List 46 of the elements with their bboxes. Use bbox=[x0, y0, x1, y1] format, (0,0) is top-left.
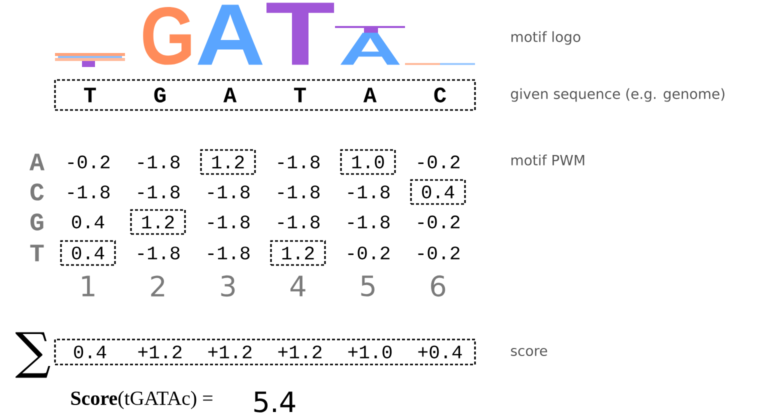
score-formula: Score(tGATAc) = bbox=[71, 390, 212, 410]
motif-letter: A bbox=[340, 32, 400, 65]
matrix-value: -1.8 bbox=[278, 156, 320, 168]
matrix-value: -1.8 bbox=[348, 216, 390, 228]
matrix-value: 0.4 bbox=[72, 216, 104, 228]
matrix-value: -1.8 bbox=[278, 216, 320, 228]
sum-box: 0.4 +1.2 +1.2 +1.2 +1.0 +0.4 bbox=[54, 338, 476, 366]
highlight-box: 0.4 bbox=[410, 179, 466, 205]
side-label: motif PWM bbox=[511, 154, 584, 166]
sum-sign: ∑ bbox=[16, 332, 50, 378]
side-label: score bbox=[510, 348, 548, 356]
matrix-value: -1.8 bbox=[138, 186, 180, 198]
matrix-value: -1.8 bbox=[208, 186, 250, 198]
score-value: 5.4 bbox=[254, 392, 296, 412]
matrix-value: -0.2 bbox=[348, 246, 390, 260]
column-number: 4 bbox=[290, 276, 306, 296]
motif-letter: T bbox=[266, 2, 334, 65]
highlight-box: 0.4 bbox=[60, 240, 116, 266]
side-label: given sequence (e.g. genome) bbox=[510, 88, 724, 102]
matrix-value: -1.8 bbox=[68, 186, 110, 198]
column-number: 5 bbox=[361, 276, 374, 296]
row-letter: C bbox=[30, 184, 44, 200]
matrix-value: -1.8 bbox=[138, 246, 180, 260]
column-number: 2 bbox=[151, 276, 164, 296]
highlight-box: 1.2 bbox=[270, 240, 326, 266]
matrix-value: -1.8 bbox=[208, 216, 250, 228]
matrix-value: -0.2 bbox=[68, 156, 110, 168]
matrix-value: -0.2 bbox=[418, 216, 460, 228]
side-label: motif logo bbox=[511, 31, 580, 45]
matrix-value: -1.8 bbox=[208, 246, 250, 260]
motif-letter: G bbox=[143, 7, 191, 65]
motif-letter: A bbox=[198, 4, 263, 65]
matrix-value: -0.2 bbox=[418, 246, 460, 260]
column-number: 6 bbox=[431, 275, 446, 297]
row-letter: G bbox=[30, 214, 44, 230]
highlight-box: 1.2 bbox=[200, 149, 256, 175]
matrix-value: -1.8 bbox=[348, 186, 390, 198]
row-letter: A bbox=[30, 154, 44, 170]
highlight-box: 1.2 bbox=[130, 209, 186, 235]
matrix-value: -0.2 bbox=[418, 156, 460, 168]
matrix-value: -1.8 bbox=[138, 156, 180, 168]
matrix-value: -1.8 bbox=[278, 186, 320, 198]
column-number: 3 bbox=[221, 275, 235, 297]
highlight-box: 1.0 bbox=[340, 149, 396, 175]
sequence-box: T G A T A C bbox=[54, 79, 476, 111]
column-number: 1 bbox=[82, 276, 94, 296]
